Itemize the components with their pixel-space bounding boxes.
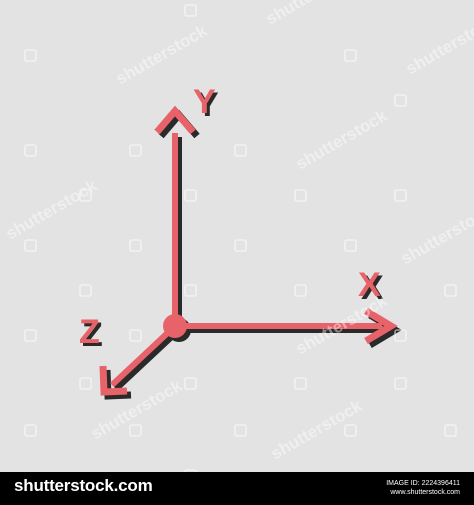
watermark-text: shutterstock bbox=[3, 176, 101, 244]
shutterstock-logo-icon bbox=[24, 424, 37, 437]
watermark-layer: shutterstock shutterstock shutterstock s… bbox=[3, 0, 474, 472]
z-axis-line bbox=[109, 323, 178, 388]
shutterstock-logo-icon bbox=[394, 189, 407, 202]
shutterstock-logo-icon bbox=[344, 239, 357, 252]
shutterstock-logo-icon bbox=[79, 284, 92, 297]
shutterstock-logo-icon bbox=[234, 424, 247, 437]
watermark-icons bbox=[24, 4, 457, 472]
shutterstock-logo-icon bbox=[294, 284, 307, 297]
shutterstock-logo-icon bbox=[184, 284, 197, 297]
origin-point bbox=[163, 314, 187, 338]
watermark-text: shutterstock bbox=[268, 396, 366, 464]
shutterstock-logo-icon bbox=[294, 377, 307, 390]
shutterstock-logo-icon bbox=[24, 239, 37, 252]
shutterstock-logo-icon bbox=[184, 377, 197, 390]
shutterstock-logo-icon bbox=[344, 49, 357, 62]
watermark-text: shutterstock bbox=[113, 21, 211, 89]
shutterstock-logo-icon bbox=[79, 377, 92, 390]
shutterstock-logo-icon bbox=[444, 424, 457, 437]
x-axis bbox=[175, 307, 398, 345]
y-axis-label: Y bbox=[193, 83, 216, 121]
shutterstock-logo-icon bbox=[129, 424, 142, 437]
shutterstock-logo-icon bbox=[24, 49, 37, 62]
coordinate-axes-diagram: Y Y X X Z Z shutterstock shutterstock sh… bbox=[3, 0, 474, 472]
watermark-text: shutterstock bbox=[263, 0, 361, 28]
shutterstock-logo-icon bbox=[24, 329, 37, 342]
watermark-text: shutterstock bbox=[403, 11, 474, 79]
z-axis-arrowhead bbox=[99, 365, 128, 396]
watermark-text: shutterstock bbox=[293, 106, 391, 174]
x-axis-arrowhead bbox=[364, 307, 398, 345]
x-axis-label-shadow: X bbox=[361, 269, 384, 307]
footer-meta: IMAGE ID: 2224396411 www.shutterstock.co… bbox=[386, 479, 460, 497]
footer-site: www.shutterstock.com bbox=[390, 489, 460, 496]
shutterstock-logo-icon bbox=[184, 469, 197, 472]
shutterstock-logo-icon bbox=[344, 424, 357, 437]
footer-brand: shutterstock.com bbox=[14, 476, 153, 495]
footer-image-id: IMAGE ID: 2224396411 bbox=[386, 480, 460, 487]
shutterstock-logo-icon bbox=[394, 94, 407, 107]
shutterstock-logo-icon bbox=[394, 329, 407, 342]
shutterstock-logo-icon bbox=[79, 189, 92, 202]
watermark-text: shutterstock bbox=[398, 201, 474, 269]
shutterstock-logo-icon bbox=[444, 284, 457, 297]
x-axis-label: X bbox=[358, 266, 381, 304]
shutterstock-logo-icon bbox=[234, 239, 247, 252]
shutterstock-logo-icon bbox=[184, 189, 197, 202]
y-axis bbox=[154, 105, 196, 326]
shutterstock-logo-icon bbox=[129, 239, 142, 252]
z-axis bbox=[99, 323, 178, 396]
z-axis-label: Z bbox=[79, 313, 100, 351]
shutterstock-logo-icon bbox=[294, 189, 307, 202]
y-axis-arrowhead bbox=[154, 105, 196, 135]
diagram-canvas: Y Y X X Z Z shutterstock shutterstock sh… bbox=[2, 0, 474, 472]
shutterstock-logo-icon bbox=[129, 144, 142, 157]
stock-footer-bar: shutterstock.com IMAGE ID: 2224396411 ww… bbox=[0, 472, 474, 505]
axes-shadow bbox=[103, 109, 402, 400]
z-axis-label-shadow: Z bbox=[82, 316, 103, 354]
shutterstock-logo-icon bbox=[24, 144, 37, 157]
shutterstock-logo-icon bbox=[129, 329, 142, 342]
shutterstock-logo-icon bbox=[234, 144, 247, 157]
y-axis-label-shadow: Y bbox=[196, 86, 219, 124]
shutterstock-logo-icon bbox=[184, 4, 197, 17]
shutterstock-logo-icon bbox=[394, 377, 407, 390]
